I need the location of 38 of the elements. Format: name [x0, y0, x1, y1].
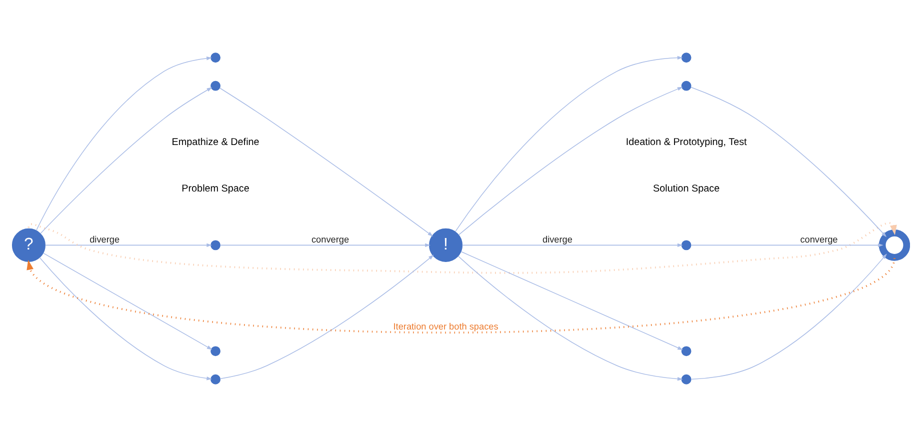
node-circle [210, 52, 220, 62]
arrow [690, 86, 886, 237]
node-circle [680, 240, 691, 250]
arrow [461, 242, 682, 247]
node-circle [680, 52, 691, 62]
node-circle [680, 374, 691, 384]
arrow [219, 254, 434, 379]
edge-label: converge [310, 234, 349, 244]
node-circle [210, 80, 220, 90]
edge-label: converge [800, 234, 838, 244]
label: Solution Space [652, 182, 720, 194]
label: Problem Space [181, 182, 249, 194]
node-circle [210, 240, 220, 250]
arrow [454, 55, 682, 232]
arrow [457, 255, 682, 380]
arrow [28, 222, 896, 274]
edge-label: diverge [542, 234, 572, 244]
arrow [44, 242, 212, 247]
arrow [42, 252, 212, 350]
edge-label: Iteration over both spaces [392, 321, 498, 332]
label: Ideation & Prototyping, Test [625, 136, 746, 148]
arrow [26, 257, 895, 333]
arrow [460, 250, 682, 350]
arrow [690, 242, 883, 247]
arrow [690, 253, 886, 380]
edge-label: diverge [89, 234, 120, 244]
arrow [38, 256, 212, 380]
node-circle [680, 346, 691, 356]
arrow [458, 86, 682, 235]
arrow [218, 87, 433, 236]
arrow [40, 86, 212, 234]
label: Empathize & Define [171, 136, 259, 148]
node-circle [210, 346, 220, 356]
node-circle [680, 80, 691, 90]
node-circle: ? [11, 228, 45, 262]
arrow [35, 56, 212, 230]
arrow [219, 242, 430, 247]
node-circle [210, 374, 220, 384]
